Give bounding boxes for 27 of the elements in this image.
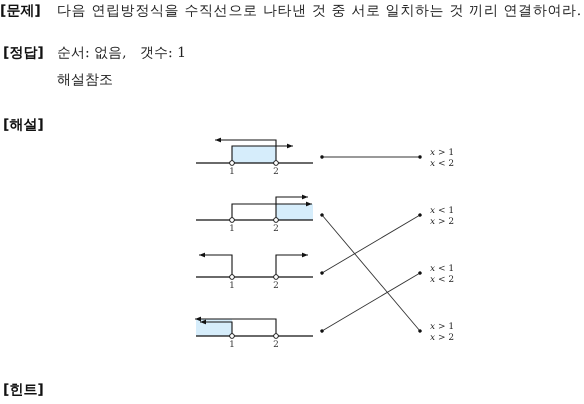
tick-label: 1 xyxy=(229,340,235,350)
inequality: x < 1 xyxy=(430,264,454,275)
connector-line xyxy=(320,213,422,275)
inequality: x < 2 xyxy=(430,159,454,170)
connector-line xyxy=(320,271,422,333)
tick-label: 1 xyxy=(229,167,235,177)
tick-label: 2 xyxy=(273,340,279,350)
section-heading: [힌트] xyxy=(3,381,44,399)
inequality: x > 1 xyxy=(430,148,454,159)
tick-label: 2 xyxy=(273,224,279,234)
tick-label: 1 xyxy=(229,281,235,291)
question-text: 다음 연립방정식을 수직선으로 나타낸 것 중 서로 일치하는 것 끼리 연결하여라. xyxy=(57,2,582,20)
inequality: x > 1 xyxy=(430,322,454,333)
answer-text: 순서: 없음, 갯수: 1 xyxy=(57,44,186,62)
tick-label: 1 xyxy=(229,224,235,234)
inequality: x > 2 xyxy=(430,217,454,228)
connector-line xyxy=(320,155,422,159)
section-heading: [정답] xyxy=(3,44,44,62)
tick-label: 2 xyxy=(273,167,279,177)
answer-note: 해설참조 xyxy=(57,71,113,89)
section-heading: [문제] xyxy=(0,2,41,20)
inequality: x < 2 xyxy=(430,275,454,286)
connector-line xyxy=(320,213,422,333)
inequality: x > 2 xyxy=(430,333,454,344)
inequality: x < 1 xyxy=(430,206,454,217)
tick-label: 2 xyxy=(273,281,279,291)
section-heading: [해설] xyxy=(3,116,44,134)
